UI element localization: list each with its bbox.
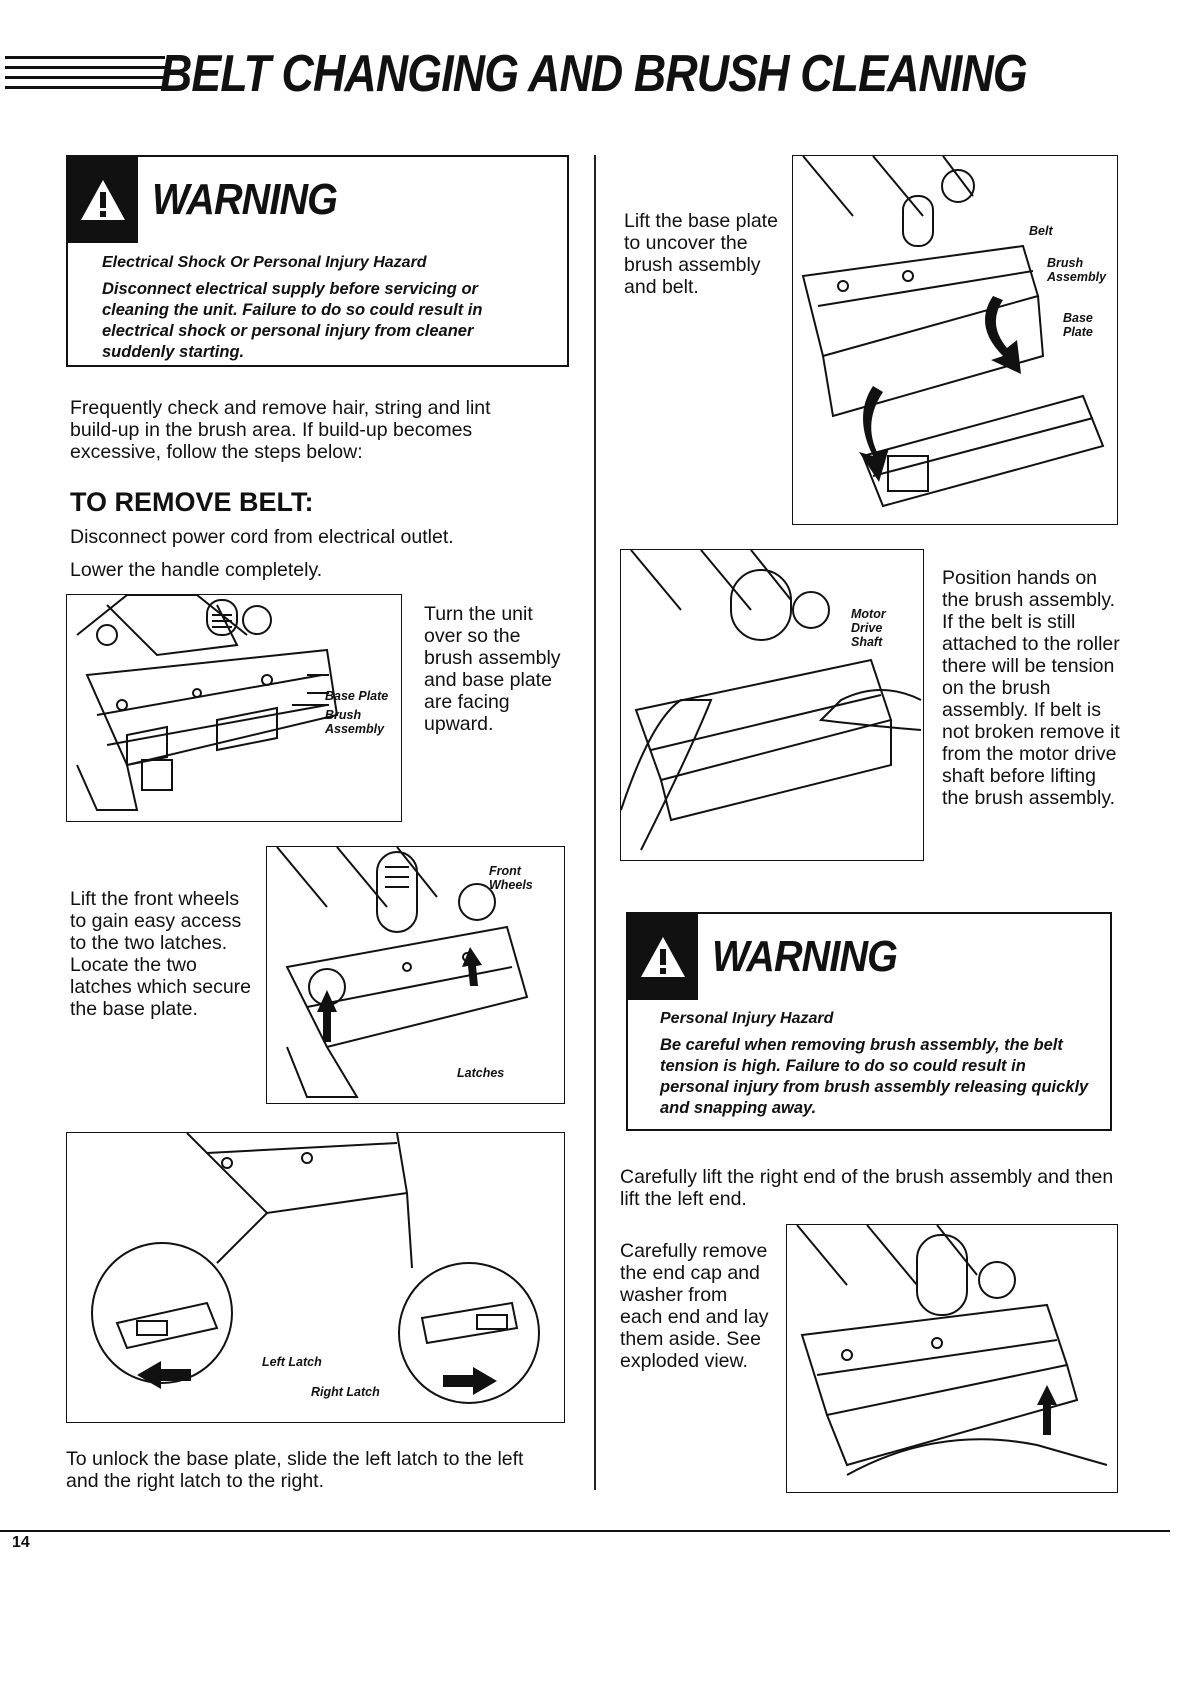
step-lower-handle: Lower the handle completely. bbox=[70, 559, 323, 581]
figure-front-wheels-latches: Front Wheels Latches bbox=[266, 846, 565, 1104]
page-title: BELT CHANGING AND BRUSH CLEANING bbox=[160, 45, 1028, 103]
fig6-instruction: Carefully remove the end cap and washer … bbox=[620, 1240, 769, 1372]
warning-triangle-icon bbox=[68, 157, 138, 243]
callout-front-wheels: Front Wheels bbox=[489, 864, 533, 892]
column-divider bbox=[594, 155, 596, 1490]
warning-body: Disconnect electrical supply before serv… bbox=[102, 280, 483, 361]
remove-belt-heading: TO REMOVE BELT: bbox=[70, 487, 314, 517]
fig5-instruction: Position hands on the brush assembly. If… bbox=[942, 567, 1120, 809]
callout-base-plate: Base Plate bbox=[1063, 311, 1093, 339]
callout-motor-drive-shaft: Motor Drive Shaft bbox=[851, 607, 886, 649]
callout-brush-assembly: Brush Assembly bbox=[325, 708, 385, 736]
figure-lift-base-plate: Belt Brush Assembly Base Plate bbox=[792, 155, 1118, 525]
warning-box-injury: WARNING Personal Injury Hazard Be carefu… bbox=[626, 912, 1112, 1131]
figure-hands-on-brush: Motor Drive Shaft bbox=[620, 549, 924, 861]
fig1-instruction: Turn the unit over so the brush assembly… bbox=[424, 603, 561, 735]
warning-triangle-icon bbox=[628, 914, 698, 1000]
warning-subtitle: Electrical Shock Or Personal Injury Haza… bbox=[102, 254, 427, 271]
callout-latches: Latches bbox=[457, 1066, 505, 1080]
page-number: 14 bbox=[12, 1534, 30, 1551]
callout-brush-assembly: Brush Assembly bbox=[1047, 256, 1107, 284]
warning-body: Be careful when removing brush assembly,… bbox=[660, 1036, 1089, 1117]
warning-title: WARNING bbox=[712, 932, 898, 981]
figure-latch-detail: Left Latch Right Latch bbox=[66, 1132, 565, 1423]
footer-rule bbox=[0, 1530, 1170, 1532]
title-rule bbox=[5, 56, 165, 96]
fig3-caption: To unlock the base plate, slide the left… bbox=[66, 1448, 524, 1492]
fig4-instruction: Lift the base plate to uncover the brush… bbox=[624, 210, 778, 298]
callout-right-latch: Right Latch bbox=[311, 1385, 380, 1399]
warning-subtitle: Personal Injury Hazard bbox=[660, 1010, 834, 1027]
figure-remove-end-cap bbox=[786, 1224, 1118, 1493]
step-lift-brush: Carefully lift the right end of the brus… bbox=[620, 1166, 1114, 1210]
warning-title: WARNING bbox=[152, 175, 338, 224]
callout-belt: Belt bbox=[1029, 224, 1053, 238]
warning-box-electrical: WARNING Electrical Shock Or Personal Inj… bbox=[66, 155, 569, 367]
callout-left-latch: Left Latch bbox=[262, 1355, 322, 1369]
fig2-instruction: Lift the front wheels to gain easy acces… bbox=[70, 888, 252, 1020]
figure-unit-upside-down: Base Plate Brush Assembly bbox=[66, 594, 402, 822]
callout-base-plate: Base Plate bbox=[325, 689, 389, 703]
intro-text: Frequently check and remove hair, string… bbox=[70, 397, 491, 463]
step-disconnect: Disconnect power cord from electrical ou… bbox=[70, 526, 454, 548]
